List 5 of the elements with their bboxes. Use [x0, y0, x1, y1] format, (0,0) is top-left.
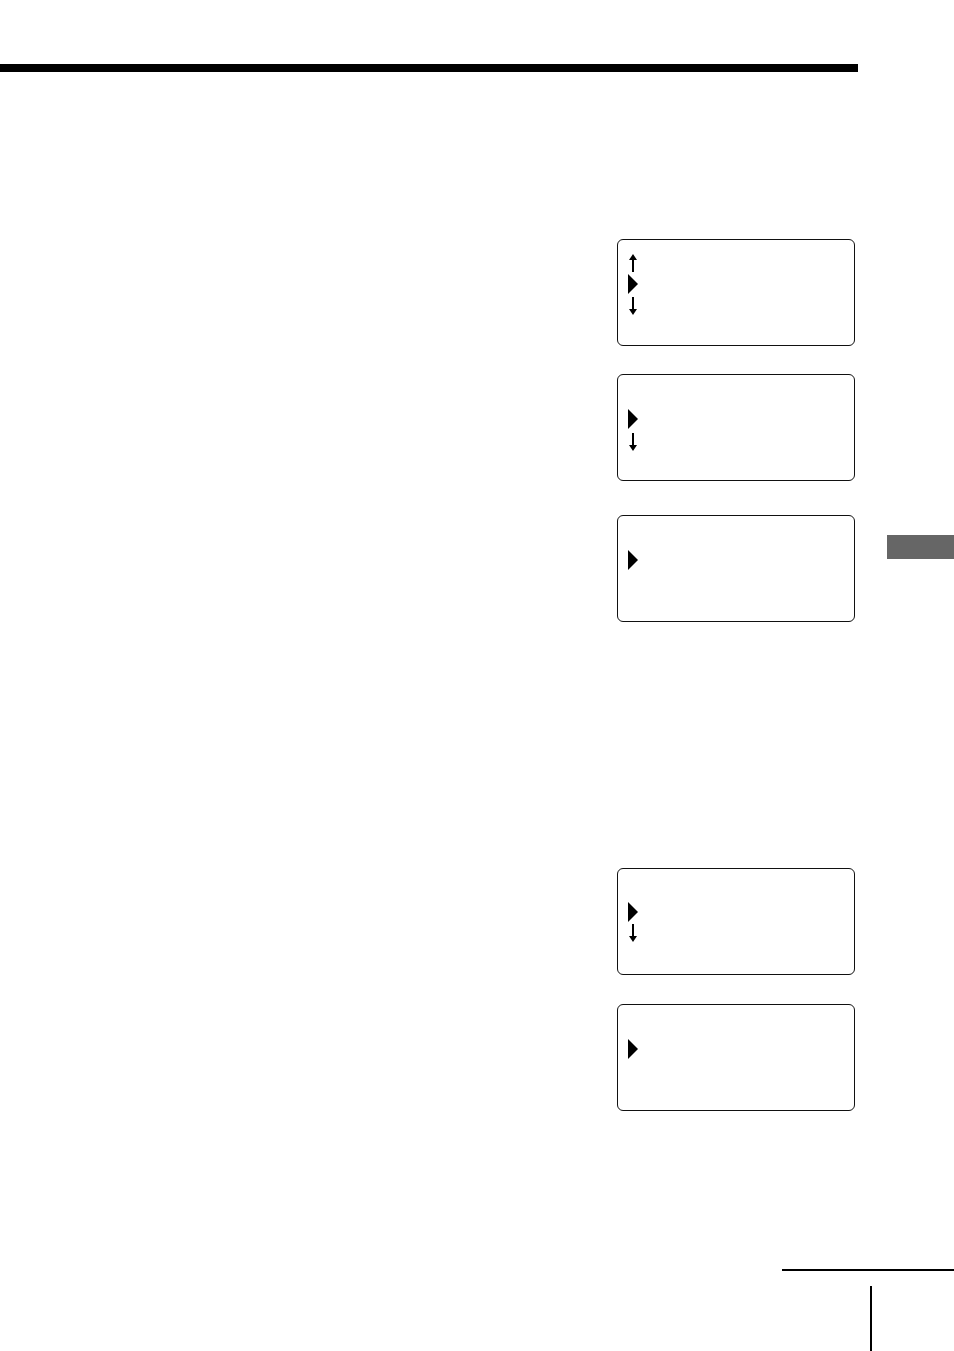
display-screen: [617, 868, 855, 975]
display-screen: [617, 374, 855, 481]
display-screen: [617, 515, 855, 622]
display-screen: [617, 1004, 855, 1111]
display-screen: [617, 239, 855, 346]
